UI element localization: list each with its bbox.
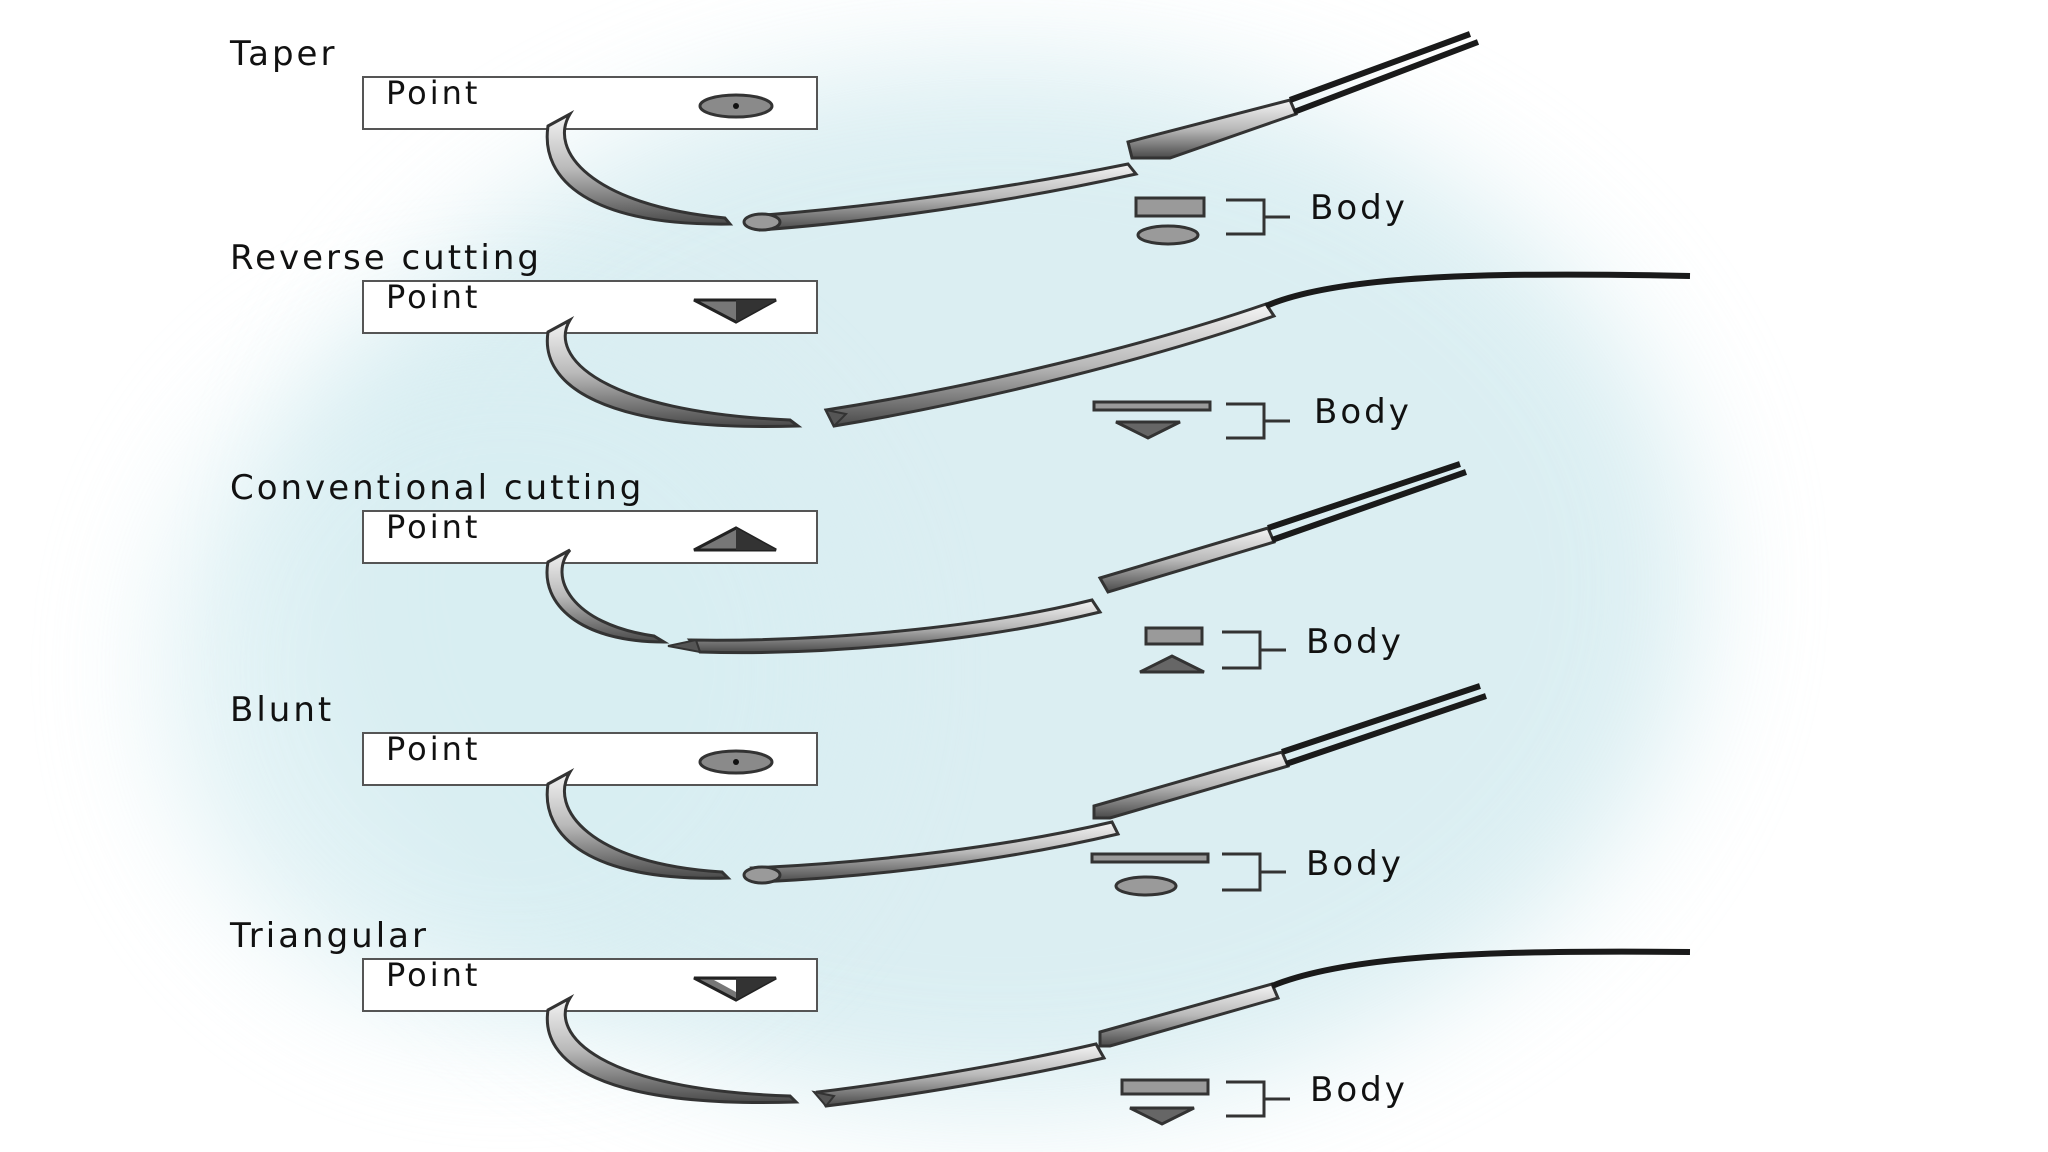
- needle-point: [545, 994, 800, 1105]
- needle-body: [749, 820, 1121, 884]
- needle-body: [815, 1042, 1107, 1108]
- needle-drawing: [545, 948, 1691, 1126]
- suture: [1267, 461, 1467, 543]
- rectangle-icon: [1120, 1078, 1210, 1096]
- needle-row-reverse-cutting: Reverse cutting Point Body: [0, 234, 2048, 460]
- needle-swage: [1097, 526, 1277, 594]
- needle-row-blunt: Blunt Point Body: [0, 683, 2048, 912]
- needle-drawing: [545, 461, 1467, 674]
- needle-body-end: [742, 865, 782, 885]
- suture: [1288, 31, 1480, 115]
- suture: [1270, 948, 1691, 989]
- rectangle-icon: [1144, 626, 1204, 646]
- background-tint: [160, 320, 860, 1020]
- flat-bar-icon: [1092, 400, 1212, 412]
- needle-drawing: [545, 683, 1487, 897]
- triangle-down-icon: [693, 976, 777, 1002]
- triangle-down-icon: [1129, 1106, 1195, 1126]
- circle-dot-icon: [698, 93, 774, 119]
- needle-swage: [1098, 982, 1281, 1048]
- triangle-up-icon: [693, 526, 777, 552]
- needle-body: [749, 162, 1139, 232]
- triangle-up-icon: [1139, 654, 1205, 674]
- point-box: Point: [362, 956, 818, 1012]
- suture: [1281, 683, 1487, 767]
- rectangle-icon: [1134, 196, 1206, 218]
- point-label: Point: [386, 278, 481, 316]
- needle-swage: [1126, 98, 1299, 160]
- body-label: Body: [1310, 1070, 1408, 1110]
- needle-title: Taper: [230, 34, 338, 74]
- needle-drawing: [545, 271, 1691, 440]
- point-label: Point: [386, 74, 481, 112]
- point-box: Point: [362, 74, 818, 130]
- needle-point: [545, 110, 734, 226]
- needle-body: [686, 598, 1103, 655]
- body-label: Body: [1314, 392, 1412, 432]
- point-label: Point: [386, 730, 481, 768]
- point-box: Point: [362, 278, 818, 334]
- needle-title: Blunt: [230, 690, 335, 730]
- needle-title: Reverse cutting: [230, 238, 542, 278]
- triangle-down-icon: [1115, 420, 1181, 440]
- body-label: Body: [1310, 188, 1408, 228]
- needle-body-end: [811, 1090, 836, 1108]
- suture: [1264, 271, 1691, 309]
- body-label: Body: [1306, 622, 1404, 662]
- bracket: [1222, 630, 1286, 670]
- point-label: Point: [386, 956, 481, 994]
- needle-body: [823, 302, 1277, 428]
- body-label: Body: [1306, 844, 1404, 884]
- point-box: Point: [362, 508, 818, 564]
- bracket: [1226, 402, 1290, 440]
- flat-bar-icon: [1090, 852, 1210, 864]
- needle-body-end: [824, 408, 849, 428]
- needle-point: [545, 316, 803, 429]
- needle-swage: [1092, 750, 1291, 820]
- needle-title: Conventional cutting: [230, 468, 645, 508]
- needle-title: Triangular: [230, 916, 429, 956]
- needle-body-end: [742, 212, 782, 232]
- point-box: Point: [362, 730, 818, 786]
- needle-row-triangular: Triangular Point Body: [0, 912, 2048, 1138]
- bracket: [1226, 1080, 1290, 1118]
- needle-row-conventional-cutting: Conventional cutting Point Body: [0, 461, 2048, 690]
- bracket: [1226, 198, 1290, 236]
- point-label: Point: [386, 508, 481, 546]
- needle-point: [545, 548, 670, 644]
- triangle-down-icon: [693, 298, 777, 324]
- circle-icon: [1136, 224, 1200, 246]
- needle-drawing: [545, 31, 1480, 246]
- needle-row-taper: Taper Point Body: [0, 30, 2048, 256]
- bracket: [1222, 852, 1286, 892]
- needle-body-end: [667, 638, 702, 654]
- circle-dot-icon: [698, 749, 774, 775]
- needle-point: [545, 768, 732, 880]
- circle-icon: [1114, 875, 1178, 897]
